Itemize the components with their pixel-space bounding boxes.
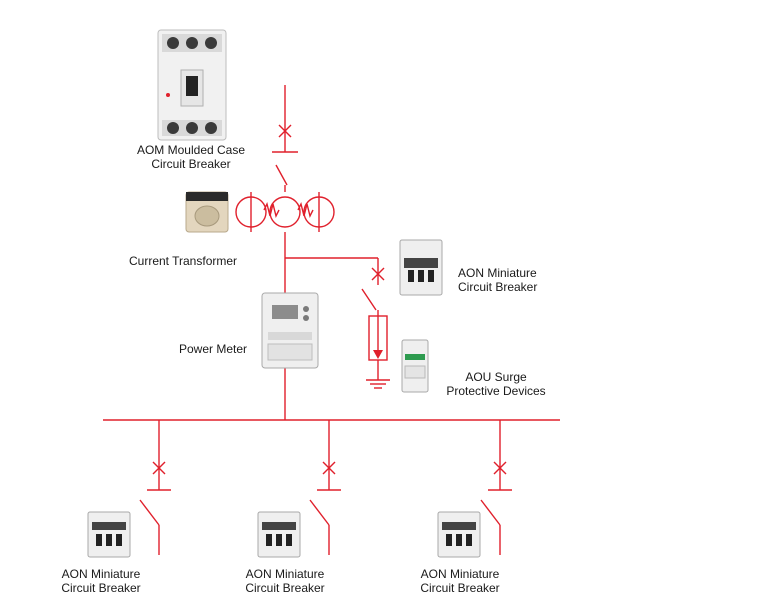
main-breaker-blade — [275, 164, 288, 186]
meter-device-image — [261, 292, 319, 369]
mcb-out1-label-line2: Circuit Breaker — [61, 581, 141, 595]
mcb-out3-label: AON Miniature Circuit Breaker — [405, 567, 515, 595]
spd-device-image — [401, 339, 429, 393]
mcb-branch-device-image — [399, 239, 443, 296]
mccb-label-line1: AOM Moulded Case — [136, 143, 246, 157]
mcb-branch-label-line1: AON Miniature — [458, 266, 537, 280]
ct-device-image — [185, 191, 229, 233]
mcb-out3-label-line1: AON Miniature — [420, 567, 500, 581]
mccb-device-image — [157, 29, 227, 141]
mcb-out1-label-line1: AON Miniature — [61, 567, 141, 581]
ct-label: Current Transformer — [129, 254, 238, 268]
ct-zigzag-right — [297, 201, 314, 219]
mcb-out2-label-line2: Circuit Breaker — [245, 581, 325, 595]
mcb-branch-label-line2: Circuit Breaker — [458, 280, 538, 294]
mcb-out2-label: AON Miniature Circuit Breaker — [230, 567, 340, 595]
mcb-out1-device-image — [87, 511, 131, 558]
spd-label: AOU Surge Protective Devices — [436, 370, 556, 398]
mccb-label-line2: Circuit Breaker — [151, 157, 231, 171]
mcb-out3-label-line2: Circuit Breaker — [420, 581, 500, 595]
spd-label-line2: Protective Devices — [446, 384, 546, 398]
meter-label: Power Meter — [179, 342, 248, 356]
ct-zigzag-left — [263, 201, 280, 219]
mccb-label: AOM Moulded Case Circuit Breaker — [131, 143, 251, 171]
wiring — [103, 85, 560, 555]
ct-coil-center — [269, 196, 301, 228]
spd-arrow-head — [373, 350, 383, 359]
mcb-out2-label-line1: AON Miniature — [245, 567, 325, 581]
mcb-out1-label: AON Miniature Circuit Breaker — [46, 567, 156, 595]
branch-breaker-blade — [361, 288, 377, 311]
spd-label-line1: AOU Surge — [465, 370, 527, 384]
mcb-branch-label: AON Miniature Circuit Breaker — [458, 266, 537, 294]
mcb-out3-device-image — [437, 511, 481, 558]
mcb-out2-device-image — [257, 511, 301, 558]
